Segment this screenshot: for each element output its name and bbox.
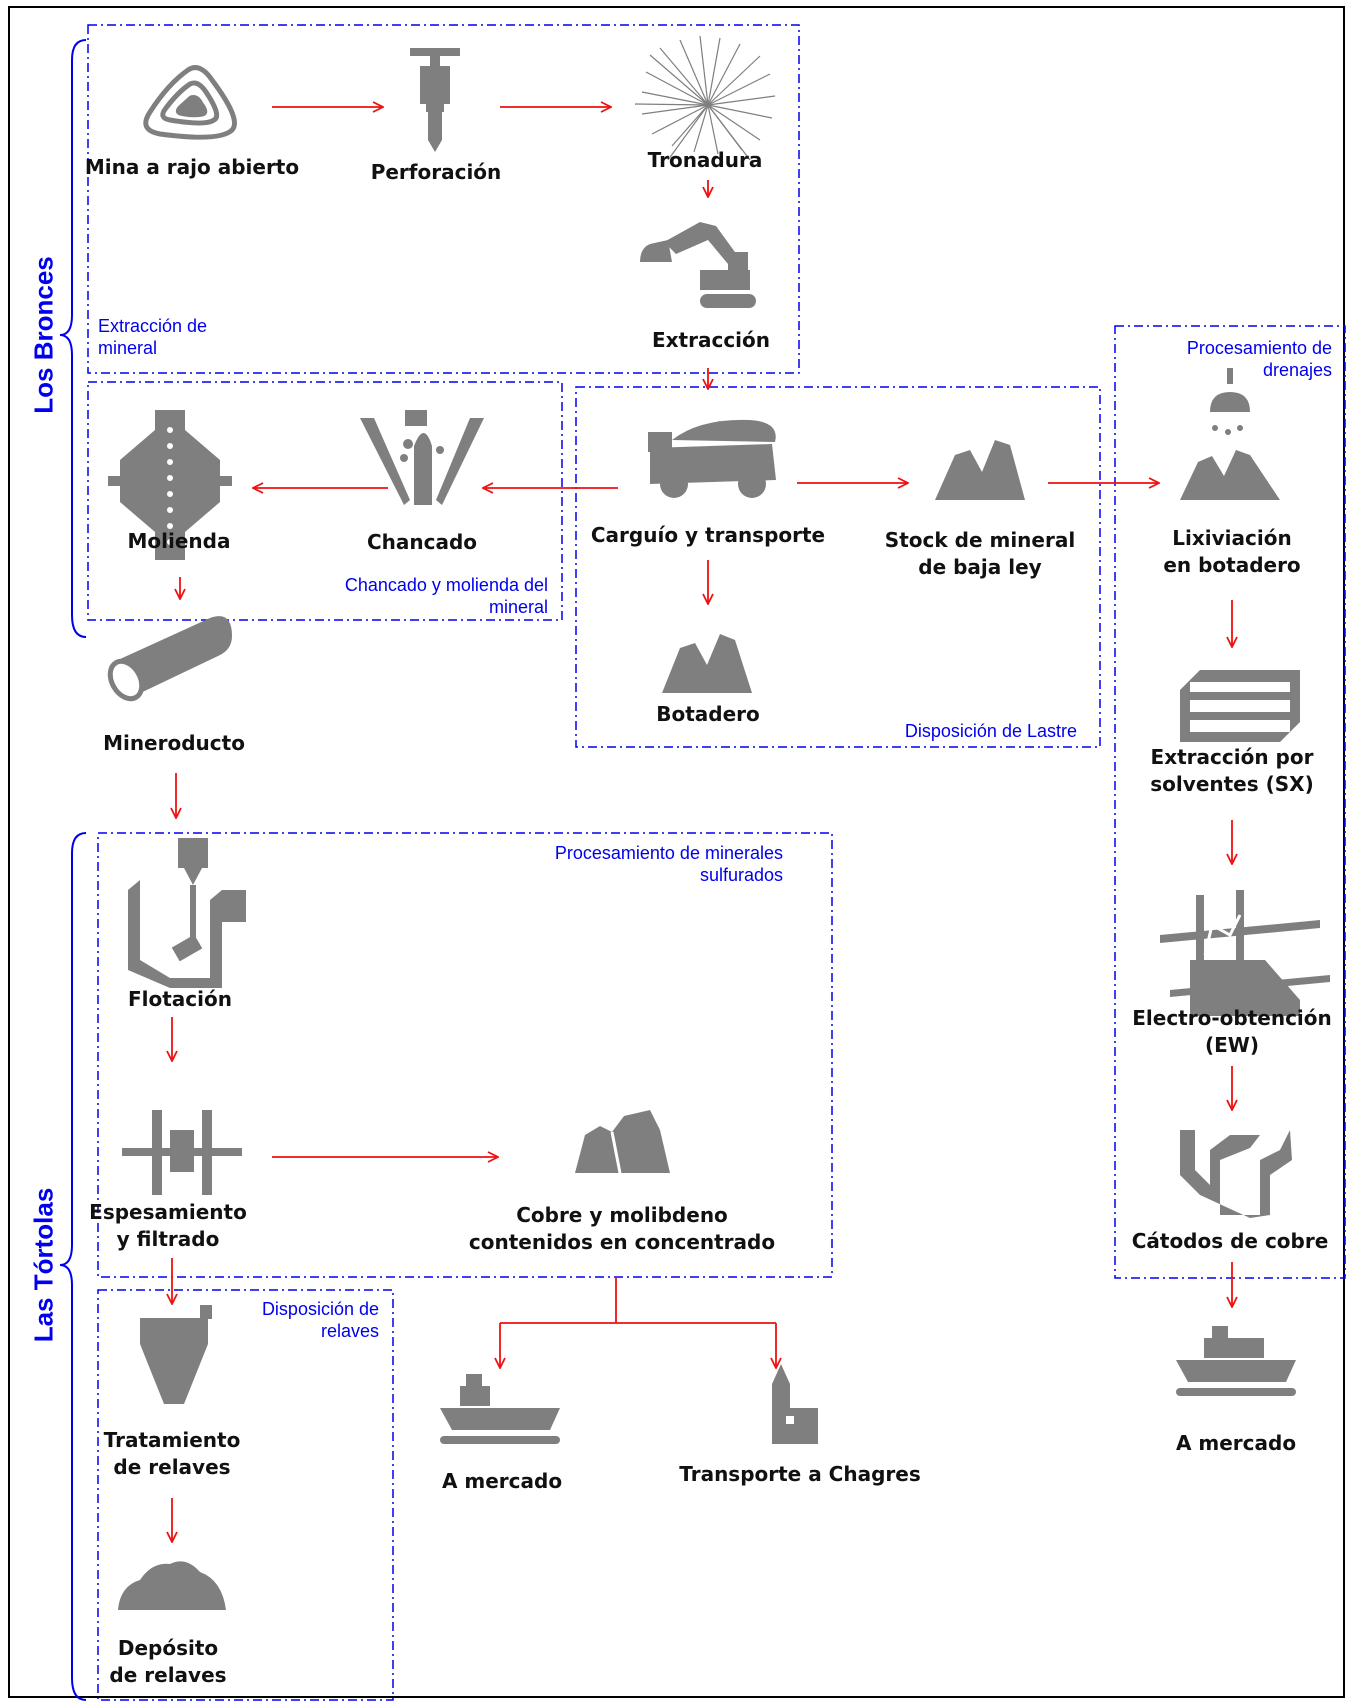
step-extraccion: Extracción — [651, 328, 771, 352]
group-label-drenajes: Procesamiento de drenajes — [1186, 338, 1332, 380]
tailings-treatment-icon — [140, 1305, 212, 1404]
haul-truck-icon — [648, 419, 776, 498]
ship-icon-1 — [440, 1374, 560, 1444]
step-extraccion-solventes: Extracción por solventes (SX) — [1150, 745, 1314, 796]
leaching-icon — [1180, 368, 1280, 500]
ball-mill-icon — [108, 410, 232, 560]
step-tronadura: Tronadura — [647, 148, 763, 172]
blast-icon — [634, 35, 776, 161]
excavator-icon — [640, 222, 756, 308]
smelter-icon — [772, 1364, 818, 1444]
group-label-sulfurados: Procesamiento de minerales sulfurados — [554, 843, 783, 885]
step-a-mercado-2: A mercado — [1175, 1431, 1297, 1455]
open-pit-mine-icon — [143, 65, 237, 140]
crusher-icon — [360, 410, 484, 505]
drill-icon — [410, 48, 460, 152]
step-a-mercado-1: A mercado — [441, 1469, 563, 1493]
step-lixiviacion-botadero: Lixiviación en botadero — [1163, 526, 1301, 577]
brace-las-tortolas — [59, 832, 87, 1701]
step-tratamiento-relaves: Tratamiento de relaves — [103, 1428, 241, 1479]
side-label-las-tortolas: Las Tórtolas — [28, 1187, 59, 1343]
group-box-chancado — [87, 381, 563, 621]
solvent-extraction-icon — [1180, 670, 1300, 742]
step-mineroducto: Mineroducto — [103, 731, 245, 755]
step-mina-rajo-abierto: Mina a rajo abierto — [84, 155, 300, 179]
side-label-los-bronces: Los Bronces — [28, 256, 59, 414]
concentrate-icon — [575, 1110, 670, 1174]
copper-cathodes-icon — [1180, 1130, 1292, 1218]
group-label-lastre: Disposición de Lastre — [904, 721, 1077, 741]
group-label-chancado: Chancado y molienda del mineral — [344, 575, 548, 617]
flotation-icon — [128, 838, 246, 988]
group-label-relaves: Disposición de relaves — [261, 1299, 379, 1341]
step-cobre-molibdeno-concentrado: Cobre y molibdeno contenidos en concentr… — [468, 1203, 776, 1254]
group-box-relaves — [97, 1289, 394, 1701]
diagram-frame — [8, 6, 1345, 1698]
step-electro-obtencion: Electro-obtención (EW) — [1132, 1006, 1332, 1057]
step-botadero: Botadero — [656, 702, 760, 726]
step-perforacion: Perforación — [370, 160, 502, 184]
step-deposito-relaves: Depósito de relaves — [109, 1636, 227, 1687]
group-label-extraccion: Extracción de mineral — [98, 316, 208, 358]
step-carguio-transporte: Carguío y transporte — [590, 523, 826, 547]
electrowinning-icon — [1160, 890, 1330, 1016]
waste-dump-icon — [662, 634, 752, 693]
thickener-filter-icon — [122, 1110, 242, 1195]
group-box-lastre — [575, 386, 1101, 748]
brace-los-bronces — [59, 39, 87, 638]
step-flotacion: Flotación — [127, 987, 233, 1011]
ship-icon-2 — [1176, 1326, 1296, 1396]
step-catodos-cobre: Cátodos de cobre — [1131, 1229, 1329, 1253]
group-box-sulfurados — [97, 832, 833, 1278]
step-stock-baja-ley: Stock de mineral de baja ley — [884, 528, 1076, 579]
step-molienda: Molienda — [127, 529, 231, 553]
stock-pile-icon — [935, 440, 1025, 500]
step-transporte-chagres: Transporte a Chagres — [679, 1462, 921, 1486]
group-box-extraccion — [87, 24, 800, 374]
step-espesamiento-filtrado: Espesamiento y filtrado — [89, 1200, 247, 1251]
step-chancado: Chancado — [366, 530, 478, 554]
group-box-drenajes — [1114, 325, 1346, 1279]
pipeline-icon — [107, 616, 232, 702]
tailings-deposit-icon — [118, 1561, 226, 1610]
